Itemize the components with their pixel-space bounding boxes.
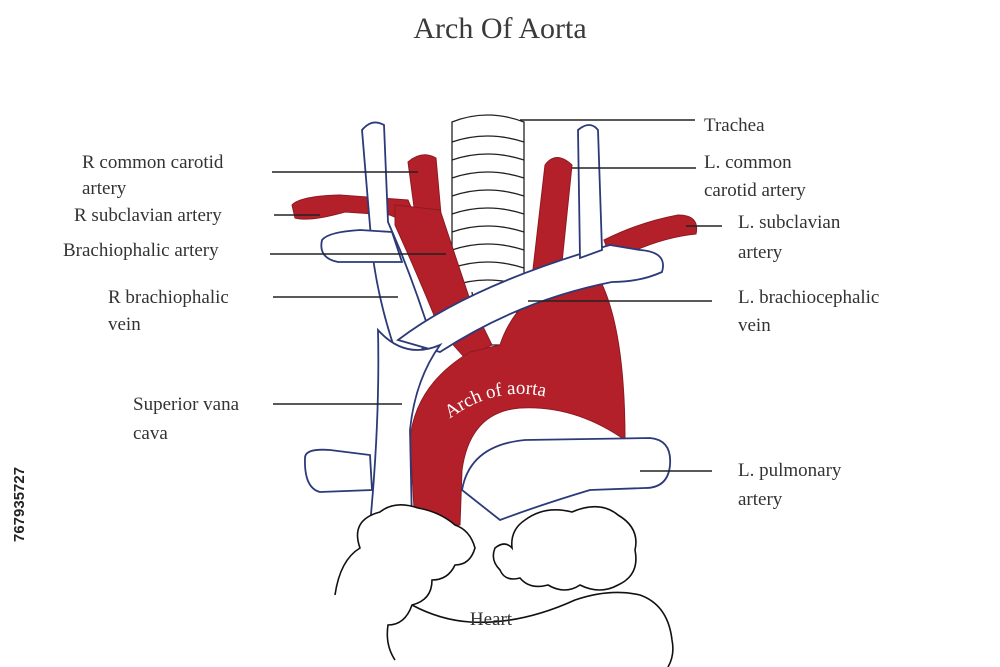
label-r-common-carotid-1: R common carotid xyxy=(82,152,224,173)
label-l-brachiocephalic-vein-2: vein xyxy=(738,315,771,336)
l-jugular-vein xyxy=(577,124,603,260)
label-l-pulmonary-artery-2: artery xyxy=(738,489,783,510)
label-l-pulmonary-artery-1: L. pulmonary xyxy=(738,460,842,481)
label-r-subclavian: R subclavian artery xyxy=(74,205,222,226)
label-brachiocephalic-artery: Brachiophalic artery xyxy=(63,240,219,261)
label-r-brachiocephalic-vein-2: vein xyxy=(108,314,141,335)
label-heart: Heart xyxy=(470,609,513,630)
label-l-subclavian-1: L. subclavian xyxy=(738,212,841,233)
label-trachea: Trachea xyxy=(704,115,765,136)
r-brachiocephalic-vein xyxy=(361,121,434,362)
diagram-title: Arch Of Aorta xyxy=(413,12,586,45)
label-l-subclavian-2: artery xyxy=(738,242,783,263)
superior-vena-cava xyxy=(369,327,443,526)
label-superior-vena-cava-2: cava xyxy=(133,423,168,444)
l-pulmonary-artery xyxy=(461,437,672,522)
side-id-number: 767935727 xyxy=(11,467,28,542)
label-l-common-carotid-2: carotid artery xyxy=(704,180,806,201)
label-l-brachiocephalic-vein-1: L. brachiocephalic xyxy=(738,287,879,308)
label-l-common-carotid-1: L. common xyxy=(704,152,792,173)
r-venous-junction xyxy=(320,229,404,263)
label-r-brachiocephalic-vein-1: R brachiophalic xyxy=(108,287,229,308)
label-superior-vena-cava-1: Superior vana xyxy=(133,394,240,415)
heart-ventricles xyxy=(411,591,674,667)
l-brachiocephalic-vein xyxy=(396,244,664,353)
heart-right-atrium xyxy=(334,504,476,661)
label-r-common-carotid-2: artery xyxy=(82,178,127,199)
heart-left-atrium xyxy=(492,505,637,591)
r-pulmonary-vessel xyxy=(304,448,373,493)
